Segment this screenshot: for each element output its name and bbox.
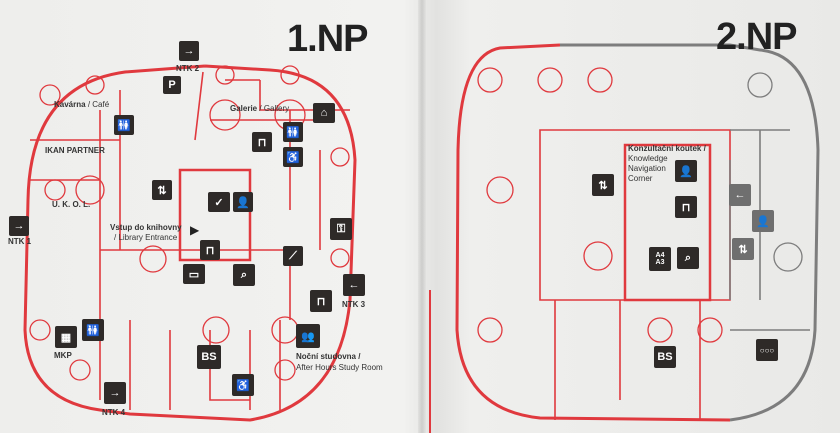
staff-icon: ✓ xyxy=(208,192,230,212)
bs-icon: BS xyxy=(654,346,676,368)
floor1-outline xyxy=(23,64,357,422)
ukol-label: U. K. O. L. xyxy=(52,200,91,209)
floor1-columns xyxy=(29,65,350,381)
gate-icon: ⊓ xyxy=(200,240,220,260)
wc-icon: 🚻 xyxy=(283,122,303,142)
floor2-outline xyxy=(455,43,731,422)
corner-label: Konzultační koutek / xyxy=(628,144,706,153)
exit-arrow-icon: → xyxy=(9,216,29,236)
gate-icon: ⊓ xyxy=(310,290,332,312)
ntk4-label: NTK 4 xyxy=(102,408,126,417)
person-icon: 👤 xyxy=(675,160,697,182)
exit-arrow-left-icon: ← xyxy=(343,274,365,296)
search-catalog-icon: ⌕ xyxy=(677,247,699,269)
floor2-title: 2.NP xyxy=(716,16,797,58)
person-icon: 👤 xyxy=(233,192,253,212)
gate-icon: ⊓ xyxy=(252,132,272,152)
floor1-title: 1.NP xyxy=(287,18,368,60)
corner-label-en-3: Corner xyxy=(628,174,653,183)
ntk2-label: NTK 2 xyxy=(176,64,200,73)
cafe-label-en: / Café xyxy=(87,100,110,109)
wc-icon: 🚻 xyxy=(114,115,134,135)
person-icon: 👤 xyxy=(752,210,774,232)
corner-label-en-2: Navigation xyxy=(628,164,666,173)
study-room-label: Noční studovna / xyxy=(296,352,361,361)
elevator-icon: ⇅ xyxy=(732,238,754,260)
entrance-label: Vstup do knihovny xyxy=(110,223,182,232)
accessible-wc-icon: ♿ xyxy=(232,374,254,396)
gallery-label: Galerie xyxy=(230,104,258,113)
controls-icon: ○○○ xyxy=(756,339,778,361)
copier-a4: A4 xyxy=(655,252,665,259)
floor2-walls xyxy=(539,129,810,420)
copier-a3: A3 xyxy=(655,259,665,266)
gate-icon: ⊓ xyxy=(675,196,697,218)
bs-icon: BS xyxy=(197,345,221,369)
floor2-outline-gray xyxy=(560,43,820,422)
elevator-icon: ⇅ xyxy=(152,180,172,200)
book-return-icon: ▭ xyxy=(183,264,205,284)
gallery-label-en: / Gallery xyxy=(259,104,290,113)
ntk1-label: NTK 1 xyxy=(8,237,32,246)
elevator-icon: ⇅ xyxy=(592,174,614,196)
exit-arrow-icon: → xyxy=(179,41,199,61)
cafe-label: Kavárna xyxy=(54,100,86,109)
escalator-icon: ⟋ xyxy=(283,246,303,266)
study-room-label-en: After Hours Study Room xyxy=(296,363,383,372)
locker-key-icon: ⚿ xyxy=(330,218,352,240)
floor2-columns xyxy=(477,67,803,343)
exit-arrow-icon: → xyxy=(104,382,126,404)
search-catalog-icon: ⌕ xyxy=(233,264,255,286)
study-room-icon: 👥 xyxy=(296,324,320,348)
accessible-wc-icon: ♿ xyxy=(283,147,303,167)
mkp-logo-icon: ▦ xyxy=(55,326,77,348)
exit-arrow-left-icon: ← xyxy=(729,184,751,206)
ntk3-label: NTK 3 xyxy=(342,300,366,309)
mkp-label: MKP xyxy=(54,351,72,360)
cloakroom-icon: ⌂ xyxy=(313,103,335,123)
parking-icon: P xyxy=(163,76,181,94)
ikan-partner-label: IKAN PARTNER xyxy=(45,146,105,155)
wc-icon: 🚻 xyxy=(82,319,104,341)
entrance-label-en: / Library Entrance xyxy=(114,233,178,242)
entrance-arrow-icon: ▶ xyxy=(190,223,200,237)
page-fold xyxy=(418,0,426,433)
corner-label-en-1: Knowledge xyxy=(628,154,668,163)
